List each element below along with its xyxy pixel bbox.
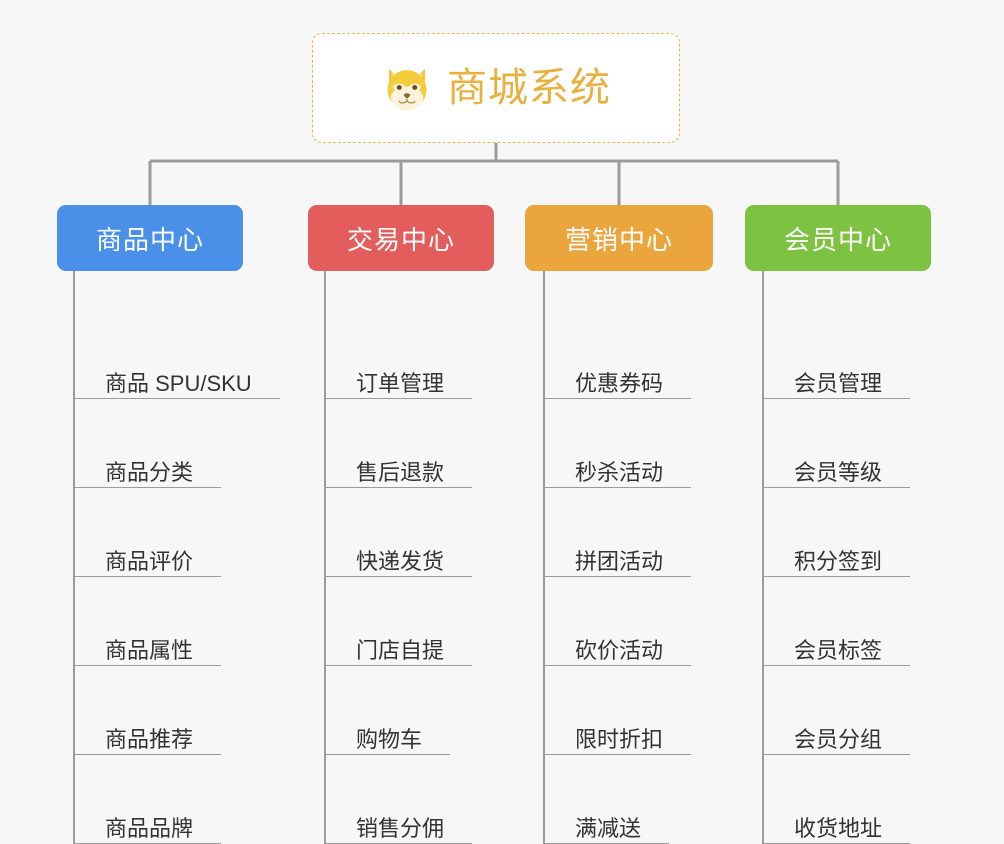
leaf-label: 购物车 bbox=[356, 727, 423, 752]
leaf-label: 收货地址 bbox=[794, 816, 883, 841]
leaf-underline bbox=[543, 487, 691, 488]
branch-column-product: 商品中心 商品 SPU/SKU 商品分类商品评价商品属性商品推荐商品品牌 bbox=[57, 205, 280, 844]
leaf-underline bbox=[762, 398, 910, 399]
leaf-underline bbox=[762, 487, 910, 488]
branch-header-member[interactable]: 会员中心 bbox=[745, 205, 931, 271]
leaf-underline bbox=[324, 576, 472, 577]
leaf-underline bbox=[762, 665, 910, 666]
branch-column-member: 会员中心 会员管理会员等级积分签到会员标签会员分组收货地址 bbox=[745, 205, 931, 844]
leaf-underline bbox=[324, 398, 472, 399]
branch-spine bbox=[543, 271, 545, 844]
root-title: 商城系统 bbox=[447, 66, 611, 110]
leaf-label: 会员标签 bbox=[794, 638, 883, 663]
leaf-underline bbox=[324, 665, 472, 666]
leaf-underline bbox=[543, 754, 691, 755]
branch-header-label: 交易中心 bbox=[346, 224, 455, 255]
leaf-underline bbox=[543, 665, 691, 666]
leaf-underline bbox=[543, 576, 691, 577]
leaf-label: 优惠券码 bbox=[575, 371, 664, 396]
leaf-underline bbox=[762, 754, 910, 755]
leaf-underline bbox=[324, 754, 450, 755]
leaf-label: 售后退款 bbox=[356, 460, 445, 485]
branch-spine bbox=[73, 271, 75, 844]
branch-header-label: 商品中心 bbox=[95, 224, 204, 255]
leaf-underline bbox=[73, 487, 221, 488]
leaf-label: 积分签到 bbox=[794, 549, 883, 574]
leaf-underline bbox=[73, 398, 280, 399]
branch-header-label: 会员中心 bbox=[783, 224, 892, 255]
branch-column-marketing: 营销中心 优惠券码秒杀活动拼团活动砍价活动限时折扣满减送 bbox=[525, 205, 713, 844]
leaf-underline bbox=[73, 754, 221, 755]
leaf-label: 拼团活动 bbox=[575, 549, 664, 574]
leaf-label: 快递发货 bbox=[356, 549, 445, 574]
leaf-label: 订单管理 bbox=[356, 371, 445, 396]
leaf-label: 砍价活动 bbox=[575, 638, 664, 663]
leaf-label: 商品分类 bbox=[105, 460, 194, 485]
leaf-label: 会员分组 bbox=[794, 727, 883, 752]
leaf-label: 会员等级 bbox=[794, 460, 883, 485]
leaf-label: 商品评价 bbox=[105, 549, 194, 574]
leaf-underline bbox=[73, 576, 221, 577]
leaf-label: 满减送 bbox=[575, 816, 642, 841]
leaf-label: 限时折扣 bbox=[575, 727, 664, 752]
leaf-label: 秒杀活动 bbox=[575, 460, 664, 485]
branch-column-trade: 交易中心 订单管理售后退款快递发货门店自提购物车销售分佣 bbox=[308, 205, 494, 844]
branch-header-marketing[interactable]: 营销中心 bbox=[525, 205, 713, 271]
leaf-label: 会员管理 bbox=[794, 371, 883, 396]
leaf-label: 商品品牌 bbox=[105, 816, 194, 841]
leaf-label: 商品推荐 bbox=[105, 727, 194, 752]
leaf-underline bbox=[324, 487, 472, 488]
leaf-underline bbox=[762, 576, 910, 577]
branch-spine bbox=[324, 271, 326, 844]
leaf-underline bbox=[543, 398, 691, 399]
branch-header-trade[interactable]: 交易中心 bbox=[308, 205, 494, 271]
leaf-label: 门店自提 bbox=[356, 638, 445, 663]
leaf-label: 商品 SPU/SKU bbox=[105, 371, 252, 396]
leaf-label: 销售分佣 bbox=[356, 816, 445, 841]
leaf-underline bbox=[73, 665, 221, 666]
branch-header-label: 营销中心 bbox=[564, 224, 673, 255]
shiba-dog-icon bbox=[387, 68, 427, 111]
leaf-label: 商品属性 bbox=[105, 638, 194, 663]
branch-header-product[interactable]: 商品中心 bbox=[57, 205, 243, 271]
branch-spine bbox=[762, 271, 764, 844]
root-node[interactable]: 商城系统 bbox=[312, 33, 680, 143]
